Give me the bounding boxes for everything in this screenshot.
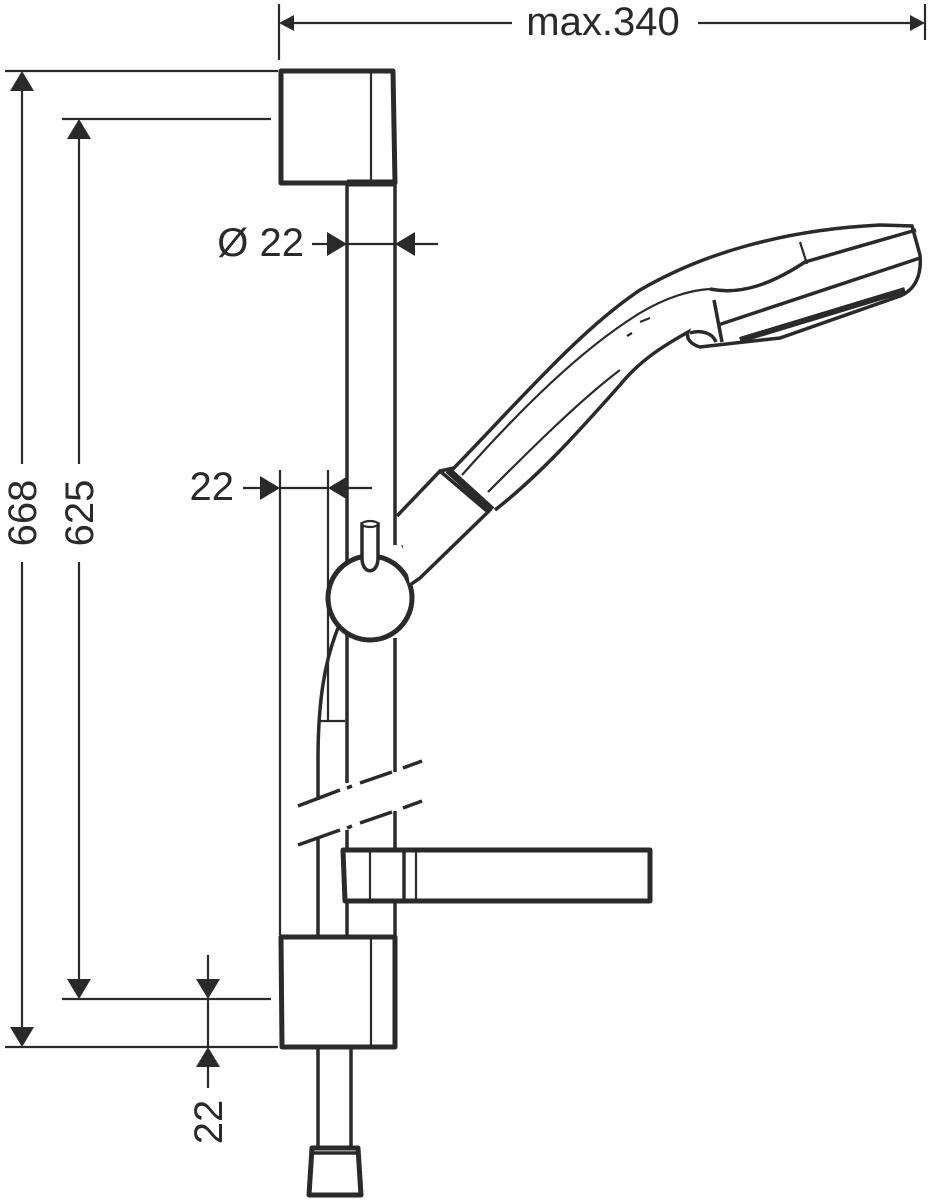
dimension-rail-diameter: Ø 22 — [217, 221, 438, 265]
arrow-right-icon — [327, 232, 347, 256]
arrow-right-icon — [260, 476, 280, 500]
bottom-wall-bracket — [278, 934, 398, 1050]
arrow-down-icon — [10, 1027, 34, 1047]
hand-shower — [395, 223, 923, 587]
arrow-up-icon — [67, 119, 91, 139]
shower-hose — [316, 627, 345, 935]
arrow-left-icon — [395, 232, 415, 256]
label-rail-wall-offset: 22 — [190, 465, 235, 509]
soap-dish — [340, 847, 653, 904]
label-bracket-centers: 625 — [58, 480, 102, 547]
shower-rail — [345, 185, 397, 935]
arrow-up-icon — [10, 71, 34, 91]
arrow-up-icon — [196, 1047, 220, 1067]
top-wall-bracket — [278, 68, 398, 187]
label-bottom-bracket-offset: 22 — [187, 1100, 231, 1145]
hose-nut — [306, 1049, 364, 1198]
label-max-projection: max.340 — [526, 0, 679, 44]
arrow-left-icon — [328, 476, 348, 500]
slider — [325, 519, 419, 643]
arrow-down-icon — [196, 979, 220, 999]
dimension-bottom-bracket-offset: 22 — [187, 955, 231, 1144]
arrow-right-icon — [910, 15, 925, 31]
dimension-bracket-centers: 625 — [58, 117, 271, 1001]
arrow-down-icon — [67, 979, 91, 999]
dimension-max-projection: max.340 — [277, 0, 927, 60]
arrow-left-icon — [279, 15, 294, 31]
dimension-overall-height: 668 — [1, 69, 278, 1049]
break-lines — [297, 759, 423, 847]
label-overall-height: 668 — [1, 480, 45, 547]
label-rail-diameter: Ø 22 — [217, 221, 304, 265]
